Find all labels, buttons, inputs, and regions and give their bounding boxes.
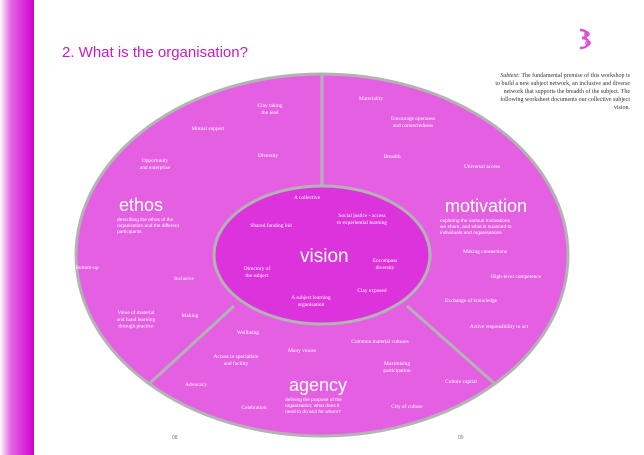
logo-icon — [579, 28, 591, 50]
page-title: 2. What is the organisation? — [62, 44, 248, 61]
motivation-item: Exchange of knowledge — [445, 297, 498, 304]
agency-item: Advocacy — [185, 382, 207, 388]
ethos-item: Inclusive — [174, 276, 194, 282]
agency-heading: agency — [289, 375, 347, 395]
ethos-item: Bottom-up — [75, 265, 99, 271]
page-number-right: 09 — [458, 435, 464, 441]
agency-item: Celebration — [241, 405, 266, 411]
motivation-heading: motivation — [445, 196, 527, 216]
left-edge-bar — [0, 0, 34, 455]
divider-lower-right — [406, 304, 495, 385]
subtext-lead: Subtext: — [500, 73, 520, 79]
motivation-item: Breadth — [383, 154, 400, 160]
vision-item: Shared funding bid — [250, 222, 292, 229]
vision-hub — [212, 184, 432, 326]
motivation-item: Active responsibility to act — [470, 324, 529, 330]
motivation-item: Making connections — [463, 249, 507, 255]
agency-item: Many voices — [288, 348, 316, 354]
vision-heading: vision — [300, 246, 349, 267]
ethos-heading: ethos — [119, 195, 163, 215]
motivation-item: Materiality — [359, 96, 383, 102]
ethos-item: Diversity — [258, 153, 278, 159]
agency-item: Culture capital — [445, 379, 477, 385]
motivation-item: Universal access — [464, 164, 500, 170]
vision-item: Clay exposed — [357, 288, 386, 294]
subtext-note: Subtext: The fundamental premise of this… — [495, 72, 630, 112]
divider-lower-left — [148, 304, 236, 385]
agency-item: Wellbeing — [237, 330, 259, 336]
page-number-left: 08 — [172, 435, 178, 441]
vision-item: A collective — [294, 195, 321, 201]
motivation-item: High-level competence — [491, 274, 542, 280]
subtext-body: The fundamental premise of this workshop… — [495, 73, 630, 111]
ethos-item: Mutual support — [191, 126, 225, 132]
agency-item: City of culture — [391, 403, 423, 410]
ethos-item: Making — [182, 313, 199, 319]
agency-item: Common material cultures — [351, 339, 409, 345]
